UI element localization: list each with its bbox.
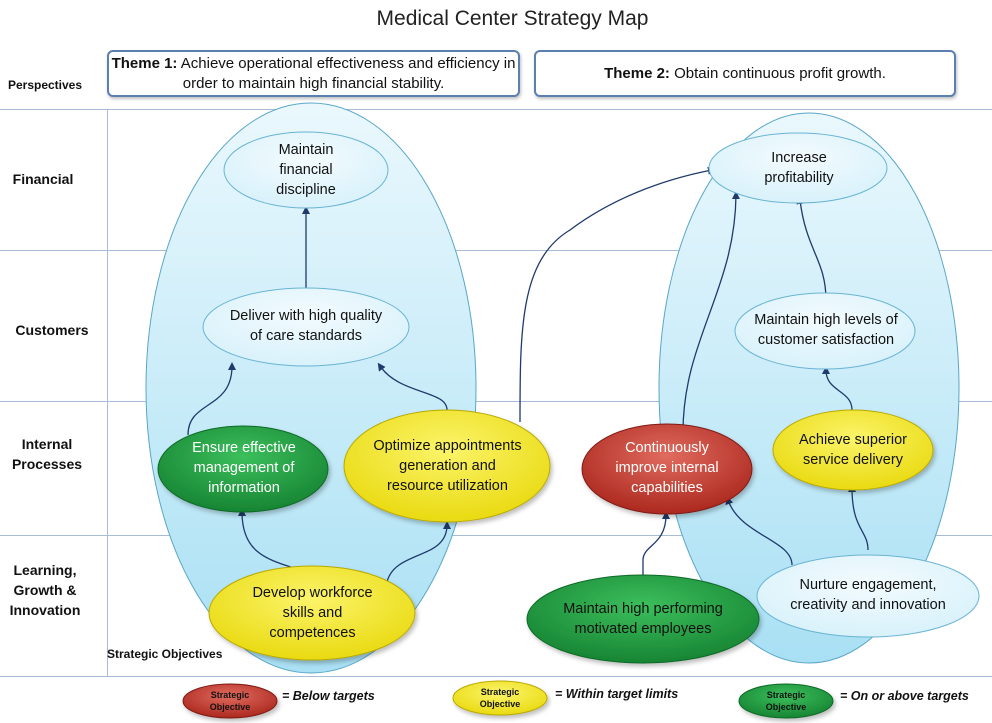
objective-develop-workforce-oval [208,565,416,661]
objective-customer-satisfaction: Maintain high levels of customer satisfa… [754,312,898,348]
legend-yellow-text: = Within target limits [555,687,679,701]
perspective-header: Perspectives [7,78,83,92]
objective-high-performing-oval [526,574,760,664]
theme-1-label: Theme 1: [111,54,178,72]
objective-continuously-improve: Continuously improve internal capabiliti… [615,440,719,496]
column-divider [107,110,108,676]
theme-2-text: Obtain continuous profit growth. [674,64,886,82]
objective-increase-profit-oval [708,132,888,204]
row-divider-internal [0,535,992,536]
objective-superior-service: Achieve superior service delivery [799,432,907,468]
arrow-nurture-to-service [848,484,869,551]
objective-customer-satisfaction-oval [734,292,916,370]
legend-red-oval-label: Strategic Objective [209,690,251,712]
arrow-develop-to-optimize [386,521,451,583]
theme-1-box: Theme 1: Achieve operational effectivene… [107,50,520,97]
row-divider-financial [0,250,992,251]
arrow-ensure-to-deliver [187,362,236,436]
theme-1-text: Achieve operational effectiveness and ef… [180,54,516,92]
row-divider-learning [0,676,992,677]
objective-continuously-improve-oval [581,423,753,515]
objective-ensure-info-oval [157,425,329,513]
objective-optimize-appointments: Optimize appointments generation and res… [373,438,522,494]
objective-deliver-quality: Deliver with high quality of care standa… [229,308,383,344]
theme-1-oval [145,102,477,674]
arrow-satisfaction-to-profit [796,196,827,301]
perspective-learning-growth: Learning, Growth & Innovation [9,562,81,618]
row-divider-customers [0,401,992,402]
theme-2-label: Theme 2: [604,64,670,82]
objective-high-performing: Maintain high performing motivated emplo… [563,601,723,637]
legend-green-oval-label: Strategic Objective [765,690,807,712]
perspective-customers: Customers [15,322,89,338]
legend-yellow-oval-label: Strategic Objective [479,687,521,709]
objective-maintain-financial-oval [223,131,389,209]
legend-green-text: = On or above targets [840,689,969,703]
strategic-objectives-label: Strategic Objectives [107,647,223,661]
arrow-service-to-satisfaction [822,366,853,411]
arrow-nurture-to-improve [725,496,793,566]
objective-superior-service-oval [772,409,934,491]
objective-nurture-engagement: Nurture engagement, creativity and innov… [790,577,946,613]
arrow-optimize-to-profit [519,166,716,423]
arrow-improve-to-profit [682,191,740,433]
arrow-employees-to-improve [642,511,670,578]
perspective-internal-processes: Internal Processes [11,436,83,472]
row-divider-top [0,109,992,110]
objective-deliver-quality-oval [202,287,410,367]
objective-develop-workforce: Develop workforce skills and competences [252,585,373,641]
legend-green-oval [738,683,834,719]
objective-ensure-info: Ensure effective management of informati… [192,440,296,496]
legend-red-oval [182,683,278,719]
perspective-financial: Financial [12,171,74,187]
theme-2-box: Theme 2: Obtain continuous profit growth… [534,50,956,97]
objective-optimize-oval [343,409,551,523]
legend-yellow-oval [452,680,548,716]
objective-increase-profit: Increase profitability [764,150,834,186]
legend-red-text: = Below targets [282,689,375,703]
objective-nurture-engagement-oval [756,554,980,638]
objective-maintain-financial: Maintain financial discipline [276,142,336,198]
arrow-optimize-to-deliver [377,362,448,411]
page-title: Medical Center Strategy Map [376,7,649,30]
theme-2-oval [658,112,960,664]
